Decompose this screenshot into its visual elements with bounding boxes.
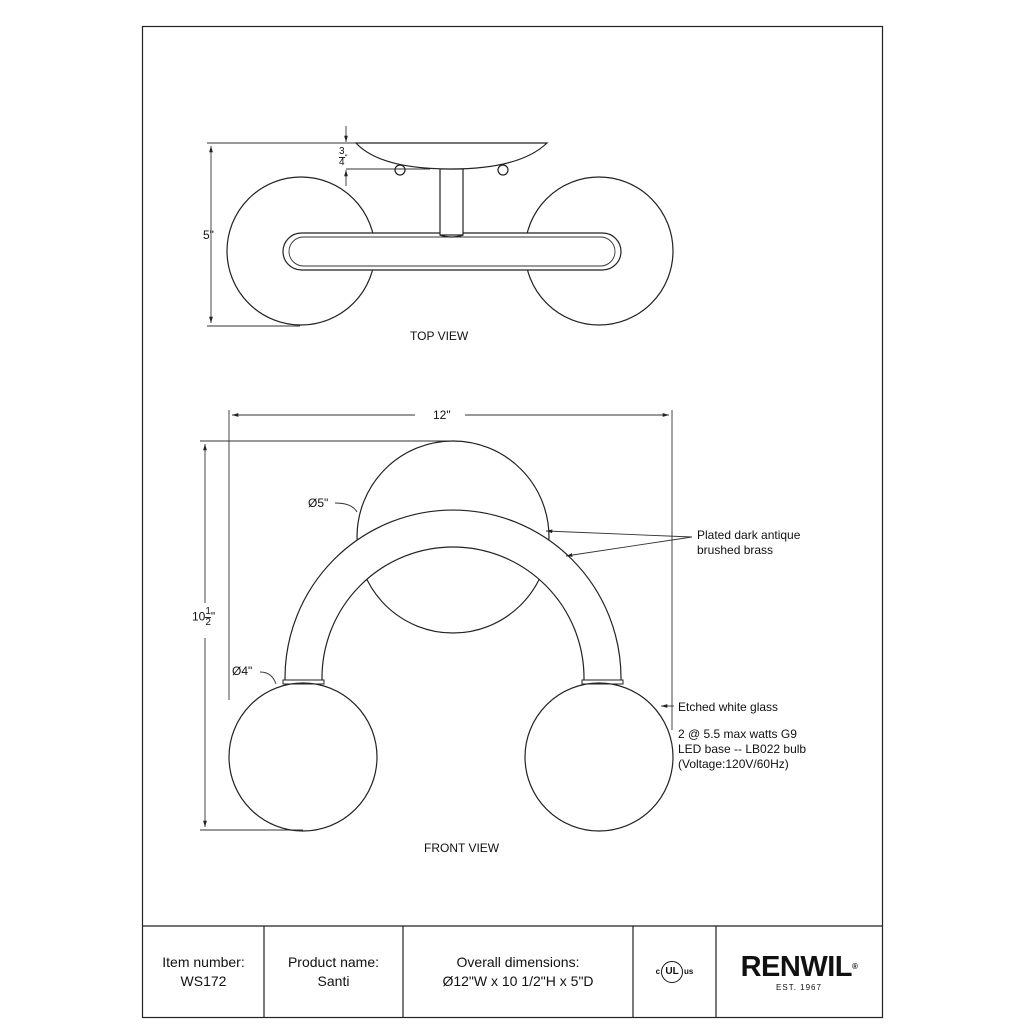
finish-note: Plated dark antique brushed brass bbox=[697, 528, 800, 558]
glass-note: Etched white glass bbox=[678, 700, 779, 714]
dimensions-cell: Overall dimensions: Ø12"W x 10 1/2"H x 5… bbox=[403, 926, 633, 1017]
globe-diameter-label: Ø4" bbox=[232, 664, 253, 678]
bulb-note-line: (Voltage:120V/60Hz) bbox=[678, 757, 789, 771]
canopy-diameter-label: Ø5" bbox=[308, 496, 329, 510]
width-dimension: 12" bbox=[433, 408, 451, 422]
bulb-note-line: LED base -- LB022 bulb bbox=[678, 742, 807, 756]
item-number-label: Item number: bbox=[162, 953, 245, 970]
brand-name: RENWIL bbox=[740, 950, 853, 983]
dimensions-value: Ø12"W x 10 1/2"H x 5"D bbox=[442, 972, 594, 989]
brand-tagline: EST. 1967 bbox=[776, 982, 822, 992]
sheet-border bbox=[141, 25, 884, 1019]
registered-mark: ® bbox=[851, 961, 858, 971]
fraction-denominator: 2 bbox=[205, 617, 211, 628]
dimensions-label: Overall dimensions: bbox=[456, 953, 580, 970]
finish-note-line: brushed brass bbox=[697, 543, 774, 557]
product-name-label: Product name: bbox=[287, 953, 380, 970]
front-view-title: FRONT VIEW bbox=[424, 841, 500, 855]
ul-logo-icon: UL bbox=[661, 960, 684, 983]
cert-us: us bbox=[684, 967, 694, 976]
fraction-numerator: 3 bbox=[339, 146, 345, 158]
depth-dimension: 5" bbox=[203, 228, 214, 242]
cert-c: c bbox=[655, 967, 661, 976]
ul-certification-mark: c UL us bbox=[633, 926, 716, 1017]
whole: 10 bbox=[192, 609, 206, 624]
bulb-note-line: 2 @ 5.5 max watts G9 bbox=[678, 727, 797, 741]
unit: " bbox=[210, 609, 216, 624]
top-view-drawing bbox=[207, 126, 674, 327]
product-name-value: Santi bbox=[317, 972, 350, 989]
top-view-title: TOP VIEW bbox=[410, 329, 469, 343]
item-number-value: WS172 bbox=[180, 972, 227, 989]
fraction-denominator: 4 bbox=[339, 157, 345, 168]
product-name-cell: Product name: Santi bbox=[264, 926, 403, 1017]
item-number-cell: Item number: WS172 bbox=[143, 926, 264, 1017]
unit: " bbox=[344, 153, 348, 163]
fraction-numerator: 1 bbox=[205, 606, 211, 618]
front-view-drawing bbox=[200, 410, 693, 832]
finish-note-line: Plated dark antique bbox=[697, 528, 801, 542]
brand-logo: RENWIL® EST. 1967 bbox=[716, 926, 882, 1017]
bulb-note: 2 @ 5.5 max watts G9 LED base -- LB022 b… bbox=[678, 727, 806, 772]
